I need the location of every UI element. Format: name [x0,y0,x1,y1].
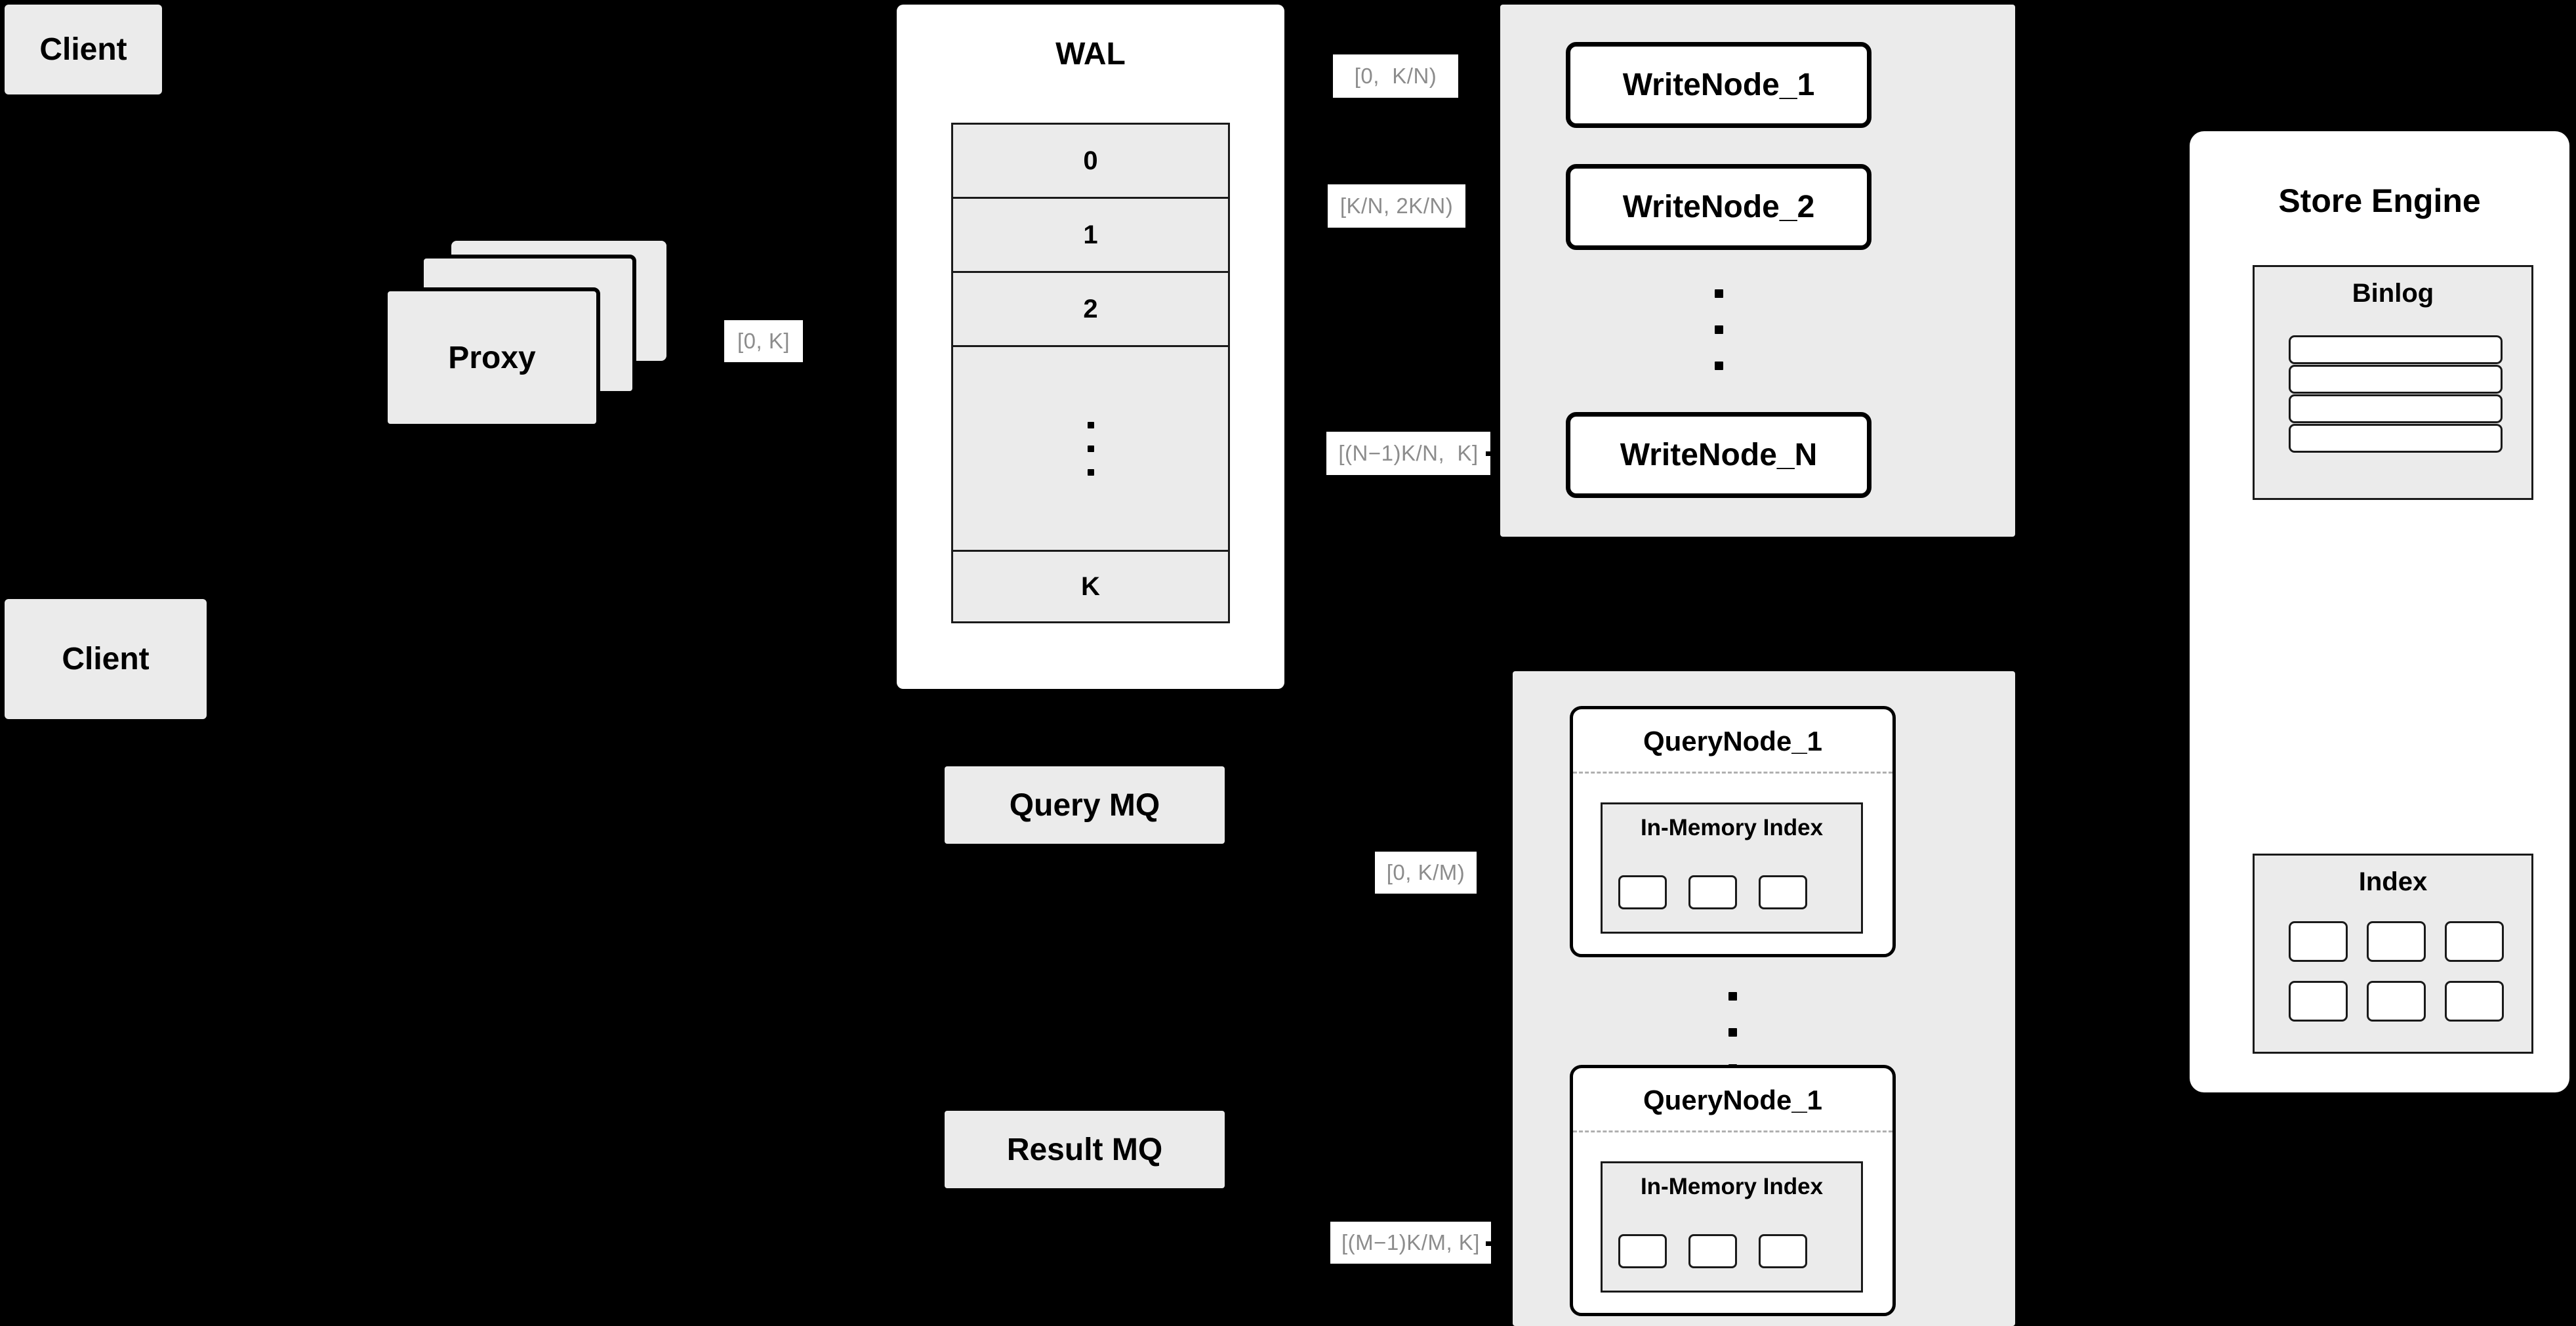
edge-label-writenode-n-text: [(N−1)K/N, K] [1338,441,1479,465]
index-segment-cell [1759,875,1807,909]
client-node-1-label: Client [39,32,127,67]
index-segment-cell [1759,1234,1807,1268]
index-cell [2367,981,2426,1022]
query-node-1[interactable]: QueryNode_1 In-Memory Index [1570,706,1896,957]
store-engine-title: Store Engine [2278,182,2481,219]
index-segment-cell [1688,875,1737,909]
wal-container: WAL 0 1 2 K [897,5,1284,689]
edge-label-querynode-1-text: [0, K/M) [1386,860,1465,884]
arrow-line-to-binlog [2152,386,2194,390]
write-node-n-label: WriteNode_N [1620,438,1818,472]
binlog-label: Binlog [2352,279,2434,308]
proxy-stack[interactable]: Proxy [380,217,689,433]
write-node-1[interactable]: WriteNode_1 [1566,42,1871,128]
index-cell [2289,981,2348,1022]
query-mq-label: Query MQ [1009,787,1160,823]
write-node-1-label: WriteNode_1 [1622,68,1815,102]
query-node-1-label: QueryNode_1 [1643,726,1823,756]
query-node-m[interactable]: QueryNode_1 In-Memory Index [1570,1065,1896,1316]
wal-row-ellipsis [953,347,1228,552]
client-node-2[interactable]: Client [5,599,207,719]
index-label: Index [2358,867,2428,896]
binlog-slab [2289,424,2503,453]
query-node-m-in-memory-index: In-Memory Index [1601,1161,1863,1293]
edge-label-writenode-1-text: [0, K/N) [1354,64,1437,88]
store-engine-container: Store Engine Binlog Index [2190,131,2569,1092]
binlog-slab [2289,365,2503,394]
client-node-2-label: Client [62,642,150,676]
arrow-line-to-index [2152,949,2194,953]
query-node-m-label: QueryNode_1 [1643,1085,1823,1115]
wal-row-2: 2 [953,273,1228,347]
edge-label-writenode-1: [0, K/N) [1333,54,1458,98]
binlog-container: Binlog [2253,265,2533,500]
vertical-ellipsis-icon [1087,413,1094,484]
wal-row-k: K [953,552,1228,621]
write-node-n[interactable]: WriteNode_N [1566,412,1871,498]
proxy-label: Proxy [448,340,536,375]
edge-label-writenode-2-text: [K/N, 2K/N) [1339,194,1454,218]
index-cell [2445,921,2504,962]
write-node-cluster: WriteNode_1 WriteNode_2 WriteNode_N [1500,5,2015,537]
wal-row-1: 1 [953,199,1228,273]
index-cell [2289,921,2348,962]
edge-label-querynode-m: [(M−1)K/M, K] [1330,1222,1491,1264]
write-node-2[interactable]: WriteNode_2 [1566,164,1871,250]
binlog-slab [2289,335,2503,364]
index-segment-cell [1688,1234,1737,1268]
query-node-1-divider [1573,772,1892,774]
write-node-2-label: WriteNode_2 [1622,190,1815,224]
edge-label-querynode-m-text: [(M−1)K/M, K] [1341,1230,1480,1254]
vertical-ellipsis-icon-write-cluster [1704,267,1734,392]
index-container: Index [2253,854,2533,1054]
result-mq-label: Result MQ [1006,1132,1163,1167]
client-node-1[interactable]: Client [5,5,162,94]
edge-label-writenode-2: [K/N, 2K/N) [1328,184,1465,228]
binlog-slab [2289,394,2503,423]
wal-title: WAL [1055,37,1126,72]
query-node-1-index-label: In-Memory Index [1640,815,1824,840]
edge-label-proxy-to-wal: [0, K] [724,320,803,362]
query-node-1-in-memory-index: In-Memory Index [1601,802,1863,934]
index-cell [2445,981,2504,1022]
index-cell [2367,921,2426,962]
edge-label-proxy-to-wal-text: [0, K] [737,329,790,353]
edge-label-querynode-1: [0, K/M) [1375,852,1477,894]
query-node-cluster: QueryNode_1 In-Memory Index QueryNode_1 … [1513,671,2015,1326]
query-node-m-index-label: In-Memory Index [1640,1174,1824,1199]
query-mq-node[interactable]: Query MQ [945,766,1225,844]
query-node-m-divider [1573,1130,1892,1132]
wal-row-0: 0 [953,125,1228,199]
proxy-stack-card-front[interactable]: Proxy [384,287,600,428]
result-mq-node[interactable]: Result MQ [945,1111,1225,1188]
edge-label-writenode-n: [(N−1)K/N, K] [1326,432,1490,475]
index-segment-cell [1618,875,1667,909]
index-segment-cell [1618,1234,1667,1268]
wal-entry-table: 0 1 2 K [951,123,1230,623]
